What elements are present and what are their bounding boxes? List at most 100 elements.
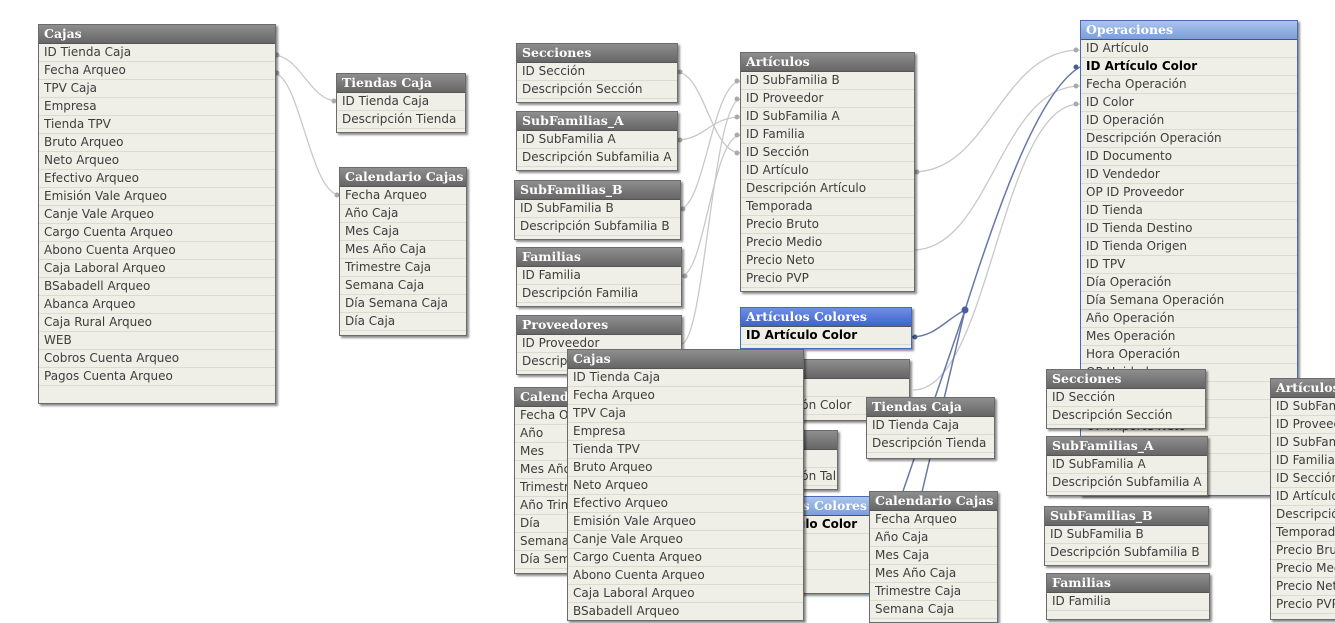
table-title[interactable]: Calendario Cajas xyxy=(340,168,466,187)
field-row[interactable]: Caja Laboral Arqueo xyxy=(568,585,803,603)
field-row[interactable]: Descripción Artículo xyxy=(1271,506,1335,524)
table-title[interactable]: Tiendas Caja xyxy=(337,74,465,93)
field-row[interactable]: Mes Año xyxy=(515,461,595,479)
field-row[interactable]: ID Proveedor xyxy=(741,90,914,108)
field-row[interactable]: Precio Neto xyxy=(1271,578,1335,596)
field-row[interactable]: Mes Caja xyxy=(340,223,466,241)
field-row[interactable]: ID Tienda Caja xyxy=(568,369,803,387)
field-row[interactable]: ID SubFamilia A xyxy=(741,108,914,126)
field-row[interactable]: Hora Operación xyxy=(1081,346,1297,364)
field-row[interactable]: OP ID Proveedor xyxy=(1081,184,1297,202)
field-row[interactable]: Caja Laboral Arqueo xyxy=(39,260,275,278)
field-row[interactable]: ID Familia xyxy=(741,126,914,144)
field-row[interactable]: Fecha Arqueo xyxy=(340,187,466,205)
field-row[interactable]: Descripción Subfamilia A xyxy=(1047,474,1207,492)
field-row[interactable]: Año Caja xyxy=(340,205,466,223)
field-row[interactable]: Descripción Tienda xyxy=(337,111,465,129)
field-row[interactable]: Cargo Cuenta Arqueo xyxy=(568,549,803,567)
field-row[interactable]: Precio PVP xyxy=(741,270,914,288)
field-row[interactable]: Tienda TPV xyxy=(39,116,275,134)
field-row[interactable]: Emisión Vale Arqueo xyxy=(568,513,803,531)
field-row[interactable]: Fecha Arqueo xyxy=(568,387,803,405)
field-row[interactable]: ID Familia xyxy=(1047,593,1209,611)
field-row[interactable]: Abono Cuenta Arqueo xyxy=(39,242,275,260)
field-row[interactable]: Mes Año Caja xyxy=(870,565,997,583)
field-row[interactable]: Tienda TPV xyxy=(568,441,803,459)
field-row[interactable]: Precio Bruto xyxy=(741,216,914,234)
field-row[interactable]: Neto Arqueo xyxy=(568,477,803,495)
field-row[interactable]: ID Tienda Caja xyxy=(337,93,465,111)
field-row[interactable]: ID Sección xyxy=(741,144,914,162)
field-row[interactable]: ID Artículo xyxy=(1081,40,1297,58)
field-row[interactable]: Mes Caja xyxy=(870,547,997,565)
field-row[interactable]: ID SubFamilia B xyxy=(515,200,680,218)
table-title[interactable]: Familias xyxy=(1047,574,1209,593)
field-row[interactable]: Precio Bruto xyxy=(1271,542,1335,560)
field-row[interactable]: Trimestre Caja xyxy=(870,583,997,601)
field-row[interactable]: ID Operación xyxy=(1081,112,1297,130)
field-row[interactable]: Trimestre Caja xyxy=(340,259,466,277)
field-row[interactable]: Canje Vale Arqueo xyxy=(39,206,275,224)
field-row[interactable]: ID Documento xyxy=(1081,148,1297,166)
field-row[interactable]: Cargo Cuenta Arqueo xyxy=(39,224,275,242)
field-row[interactable]: Descripción Artículo xyxy=(741,180,914,198)
field-row[interactable]: ID TPV xyxy=(1081,256,1297,274)
field-row[interactable]: Empresa xyxy=(39,98,275,116)
field-row[interactable]: ID Sección xyxy=(1271,470,1335,488)
field-row[interactable]: Empresa xyxy=(568,423,803,441)
table-title[interactable]: SubFamilias_A xyxy=(517,112,677,131)
field-row[interactable]: ID Artículo Color xyxy=(741,327,911,345)
field-row[interactable]: WEB xyxy=(39,332,275,350)
table-title[interactable]: Cajas xyxy=(39,25,275,44)
field-row[interactable]: Mes Año Caja xyxy=(340,241,466,259)
table-title[interactable]: SubFamilias_B xyxy=(1045,507,1208,526)
table-title[interactable]: Secciones xyxy=(517,44,677,63)
field-row[interactable]: ID Artículo Color xyxy=(1081,58,1297,76)
table-title[interactable]: Familias xyxy=(517,248,681,267)
field-row[interactable]: ID SubFamilia B xyxy=(741,72,914,90)
field-row[interactable]: BSabadell Arqueo xyxy=(39,278,275,296)
field-row[interactable]: Precio Neto xyxy=(741,252,914,270)
field-row[interactable]: Día Semana Caja xyxy=(340,295,466,313)
field-row[interactable]: ID Artículo xyxy=(1271,488,1335,506)
field-row[interactable]: Bruto Arqueo xyxy=(568,459,803,477)
table-title[interactable]: SubFamilias_A xyxy=(1047,437,1207,456)
field-row[interactable]: Precio Medio xyxy=(1271,560,1335,578)
field-row[interactable]: ID SubFamilia B xyxy=(1271,398,1335,416)
field-row[interactable]: Descripción Subfamilia B xyxy=(515,218,680,236)
table-title[interactable]: Calendario Cajas xyxy=(870,492,997,511)
field-row[interactable]: Descripción Familia xyxy=(517,285,681,303)
field-row[interactable]: Día xyxy=(515,515,595,533)
field-row[interactable]: Emisión Vale Arqueo xyxy=(39,188,275,206)
field-row[interactable]: Fecha Arqueo xyxy=(39,62,275,80)
field-row[interactable]: Descripción Sección xyxy=(517,81,677,99)
table-title[interactable]: Operaciones xyxy=(1081,21,1297,40)
table-title[interactable]: Tiendas Caja xyxy=(867,398,994,417)
table-title[interactable]: Secciones xyxy=(1047,370,1205,389)
field-row[interactable]: Neto Arqueo xyxy=(39,152,275,170)
table-title[interactable]: Proveedores xyxy=(517,316,681,335)
field-row[interactable]: Semana Caja xyxy=(340,277,466,295)
field-row[interactable]: ID Tienda Caja xyxy=(39,44,275,62)
field-row[interactable]: ID Tienda Caja xyxy=(867,417,994,435)
field-row[interactable]: Día Caja xyxy=(340,313,466,331)
field-row[interactable]: Caja Rural Arqueo xyxy=(39,314,275,332)
field-row[interactable]: ID SubFamilia A xyxy=(1271,434,1335,452)
field-row[interactable]: ID Vendedor xyxy=(1081,166,1297,184)
field-row[interactable]: Año xyxy=(515,425,595,443)
field-row[interactable]: Temporada xyxy=(1271,524,1335,542)
field-row[interactable]: TPV Caja xyxy=(568,405,803,423)
field-row[interactable]: ID Tienda xyxy=(1081,202,1297,220)
field-row[interactable]: Trimestre xyxy=(515,479,595,497)
table-title[interactable]: SubFamilias_B xyxy=(515,181,680,200)
field-row[interactable]: ID Familia xyxy=(517,267,681,285)
